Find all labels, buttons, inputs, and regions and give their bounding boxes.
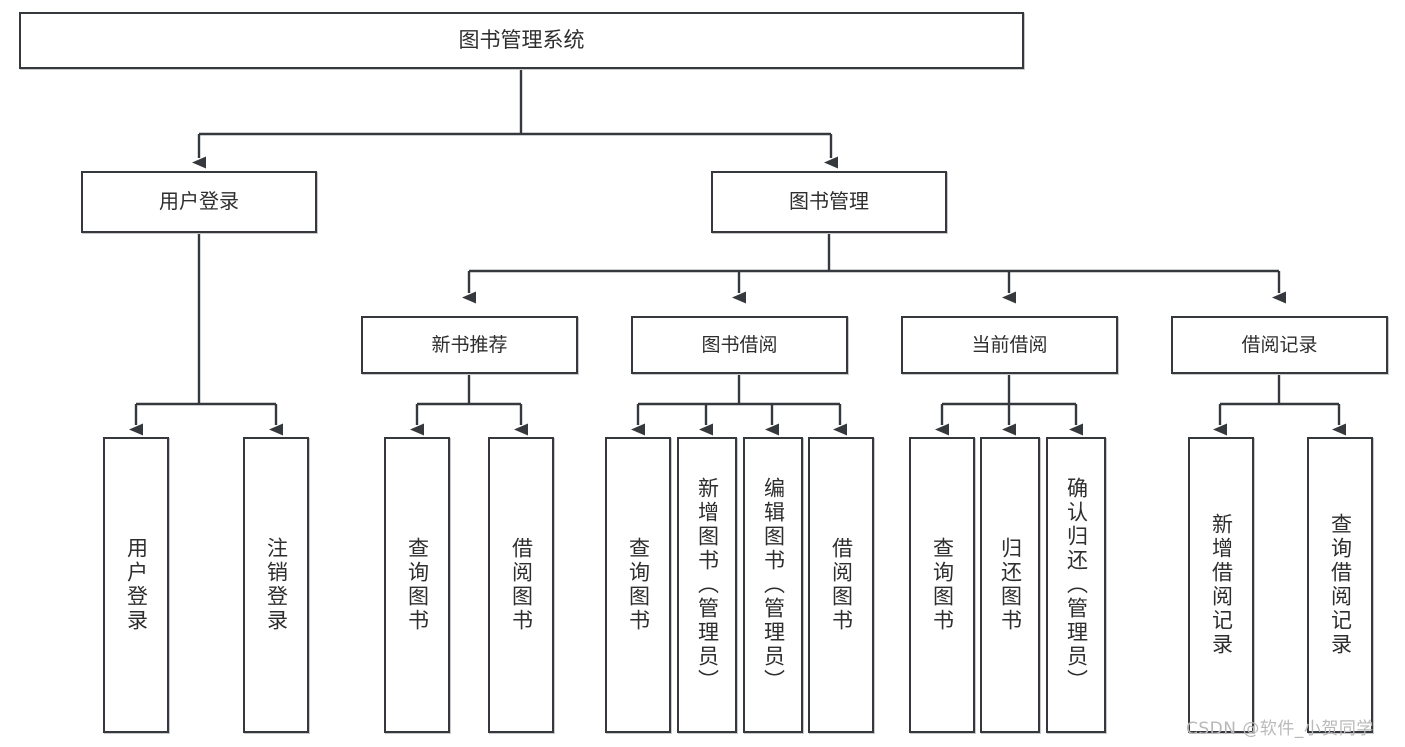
node-label: 用户登录 (159, 189, 239, 214)
leaf-borrow-edit-book-admin[interactable]: 编辑图书（管理员） (743, 437, 803, 733)
node-label: 借阅图书 (829, 537, 854, 633)
node-label: 图书借阅 (701, 333, 778, 356)
node-book-borrow[interactable]: 图书借阅 (631, 316, 848, 374)
leaf-current-confirm-return-admin[interactable]: 确认归还（管理员） (1046, 437, 1106, 733)
node-current-borrow[interactable]: 当前借阅 (901, 316, 1118, 374)
node-label: 图书管理系统 (458, 28, 585, 53)
leaf-current-query-book[interactable]: 查询图书 (909, 437, 975, 733)
node-label: 新增借阅记录 (1209, 513, 1234, 657)
leaf-new-book-query-book[interactable]: 查询图书 (384, 437, 450, 733)
node-label: 借阅图书 (509, 537, 534, 633)
node-label: 归还图书 (998, 537, 1023, 633)
node-label: 新增图书（管理员） (695, 477, 720, 693)
leaf-record-add-record[interactable]: 新增借阅记录 (1188, 437, 1254, 733)
node-label: 借阅记录 (1241, 333, 1318, 356)
node-label: 新书推荐 (431, 333, 508, 356)
leaf-user-login-logout[interactable]: 注销登录 (243, 437, 309, 733)
leaf-new-book-borrow-book[interactable]: 借阅图书 (488, 437, 554, 733)
node-label: 图书管理 (789, 189, 869, 214)
node-label: 当前借阅 (971, 333, 1048, 356)
leaf-record-query-record[interactable]: 查询借阅记录 (1307, 437, 1373, 733)
node-label: 查询借阅记录 (1328, 513, 1353, 657)
leaf-user-login-login[interactable]: 用户登录 (103, 437, 169, 733)
node-label: 用户登录 (124, 537, 149, 633)
node-root-system[interactable]: 图书管理系统 (19, 12, 1024, 69)
node-book-management[interactable]: 图书管理 (711, 171, 947, 233)
node-user-login[interactable]: 用户登录 (81, 171, 317, 233)
node-label: 查询图书 (405, 537, 430, 633)
leaf-borrow-query-book[interactable]: 查询图书 (605, 437, 671, 733)
leaf-current-return-book[interactable]: 归还图书 (980, 437, 1040, 733)
leaf-borrow-borrow-book[interactable]: 借阅图书 (808, 437, 874, 733)
node-label: 查询图书 (930, 537, 955, 633)
watermark-text: CSDN @软件_小贺同学 (1186, 719, 1374, 739)
node-label: 注销登录 (264, 537, 289, 633)
node-label: 编辑图书（管理员） (761, 477, 786, 693)
node-new-book-recommend[interactable]: 新书推荐 (361, 316, 578, 374)
leaf-borrow-add-book-admin[interactable]: 新增图书（管理员） (677, 437, 737, 733)
node-label: 确认归还（管理员） (1064, 477, 1089, 693)
node-borrow-record[interactable]: 借阅记录 (1171, 316, 1388, 374)
node-label: 查询图书 (626, 537, 651, 633)
